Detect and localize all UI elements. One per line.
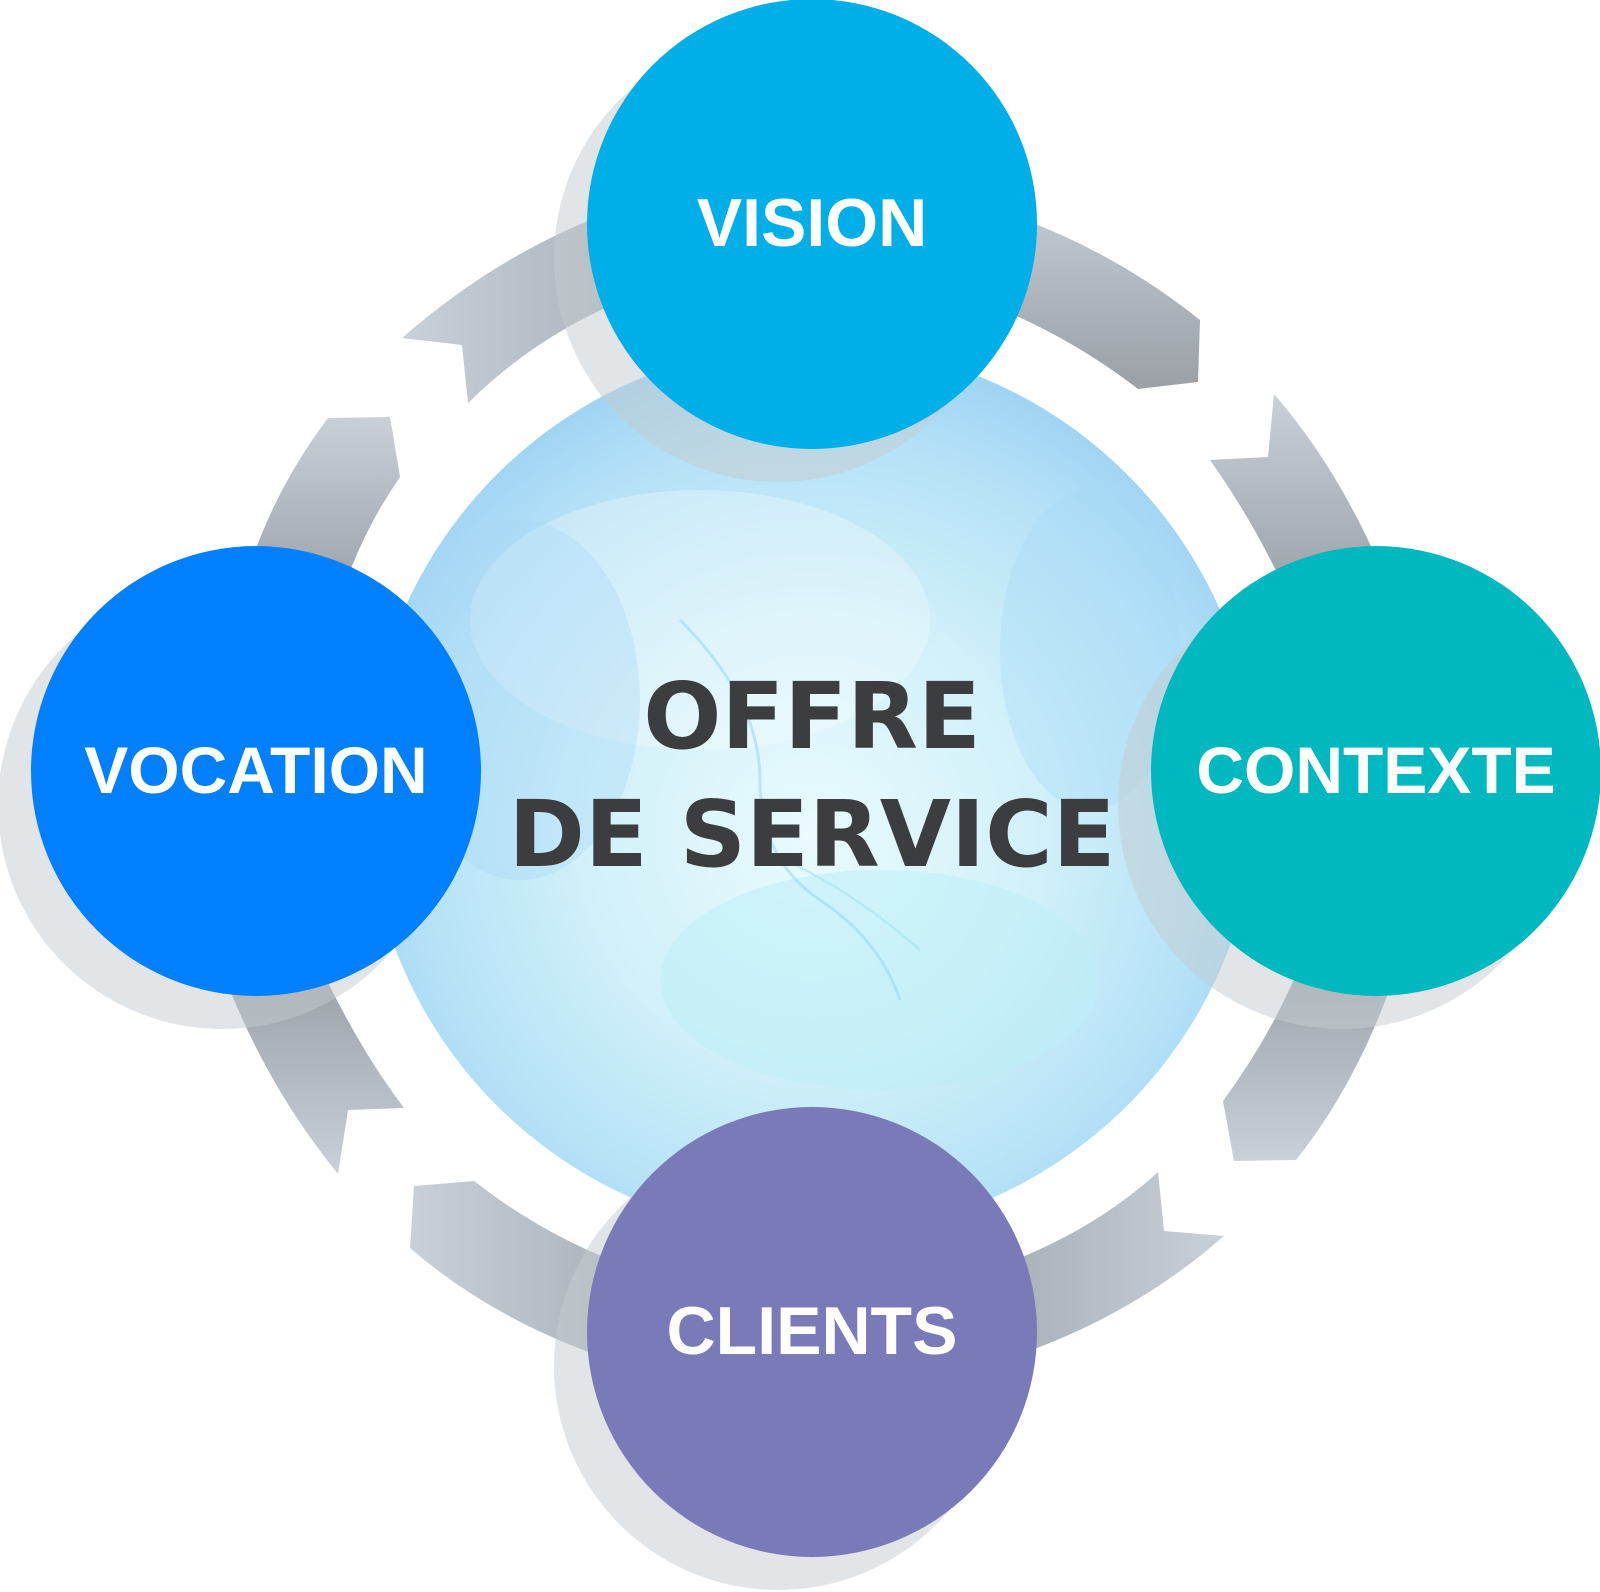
center-title: OFFRE DE SERVICE [509, 663, 1116, 888]
contexte-circle [1151, 546, 1600, 996]
node-vision: VISION [587, 0, 1037, 449]
vocation-label: VOCATION [84, 733, 427, 807]
center-title-line-2: DE SERVICE [509, 781, 1116, 888]
vision-circle [587, 0, 1037, 449]
arrow-contexte-arc [1210, 394, 1386, 600]
node-clients: CLIENTS [587, 1107, 1037, 1557]
vision-label: VISION [697, 185, 928, 261]
clients-label: CLIENTS [667, 1293, 958, 1369]
clients-circle [587, 1107, 1037, 1557]
contexte-label: CONTEXTE [1196, 733, 1555, 807]
node-vocation: VOCATION [31, 546, 481, 996]
node-contexte: CONTEXTE [1151, 546, 1600, 996]
vocation-circle [31, 546, 481, 996]
center-title-line-1: OFFRE [643, 663, 981, 770]
